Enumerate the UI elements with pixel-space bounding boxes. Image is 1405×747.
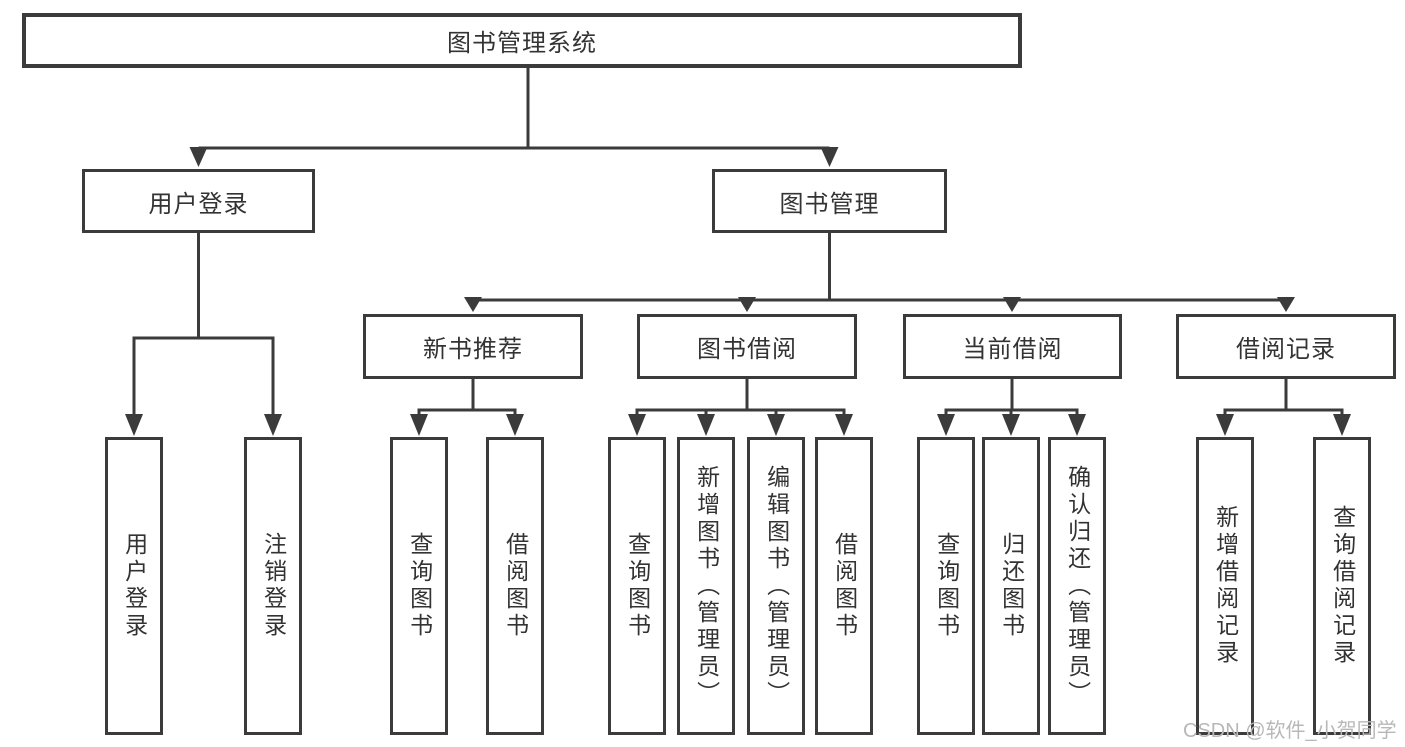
connector-user-login-children (132, 231, 275, 416)
connector-book-mgmt-to-level3 (473, 231, 1286, 302)
leaf-current-confirm-return-admin: 确认归还（管理员） (1048, 437, 1106, 735)
node-label: 归还图书 (998, 532, 1025, 640)
csdn-watermark: CSDN @软件_小贺同学 (1183, 720, 1397, 742)
node-label: 编辑图书（管理员） (763, 464, 790, 708)
connector-current-borrow-children (944, 377, 1079, 416)
node-label: 用户登录 (121, 532, 148, 640)
node-label: 查询图书 (933, 532, 960, 640)
node-label: 新增借阅记录 (1212, 505, 1239, 667)
arrowheads-level4 (410, 414, 1351, 436)
leaf-borrow-query-books: 查询图书 (608, 437, 666, 735)
leaf-borrow-borrow-books: 借阅图书 (815, 437, 873, 735)
node-user-login: 用户登录 (82, 169, 315, 233)
leaf-current-return-books: 归还图书 (982, 437, 1040, 735)
arrowheads-user-login-children (125, 414, 282, 436)
node-label: 借阅图书 (831, 532, 858, 640)
arrowheads-level2 (189, 147, 839, 167)
node-new-book-recommend: 新书推荐 (363, 314, 583, 379)
leaf-borrow-add-books-admin: 新增图书（管理员） (677, 437, 735, 735)
leaf-borrow-edit-books-admin: 编辑图书（管理员） (747, 437, 805, 735)
node-borrowing-records: 借阅记录 (1176, 314, 1396, 379)
node-label: 查询图书 (406, 532, 433, 640)
leaf-newbooks-query-books: 查询图书 (390, 437, 448, 735)
node-book-management: 图书管理 (712, 169, 947, 233)
leaf-user-login: 用户登录 (105, 437, 163, 735)
node-label: 当前借阅 (962, 336, 1063, 363)
node-label: 图书管理 (779, 190, 880, 218)
node-library-management-system: 图书管理系统 (22, 13, 1022, 68)
node-current-borrowing: 当前借阅 (903, 314, 1122, 379)
node-label: 查询图书 (624, 532, 651, 640)
node-label: 查询借阅记录 (1329, 505, 1356, 667)
node-label: 借阅图书 (502, 532, 529, 640)
node-label: 用户登录 (148, 190, 249, 218)
node-book-borrowing: 图书借阅 (637, 314, 857, 379)
node-label: 图书管理系统 (447, 30, 597, 57)
node-label: 注销登录 (260, 532, 287, 640)
node-label: 借阅记录 (1236, 336, 1336, 363)
leaf-current-query-books: 查询图书 (917, 437, 975, 735)
connector-book-borrow-children (635, 377, 846, 416)
node-label: 新书推荐 (423, 336, 523, 363)
node-label: 新增图书（管理员） (693, 464, 720, 708)
leaf-records-add-record: 新增借阅记录 (1196, 437, 1254, 735)
connector-new-books-children (417, 377, 517, 416)
leaf-records-query-record: 查询借阅记录 (1313, 437, 1371, 735)
node-label: 确认归还（管理员） (1064, 464, 1091, 708)
node-label: 图书借阅 (697, 336, 797, 363)
leaf-newbooks-borrow-books: 借阅图书 (486, 437, 544, 735)
arrowheads-level3 (464, 297, 1295, 312)
leaf-logout: 注销登录 (244, 437, 302, 735)
connector-root-to-level2 (198, 66, 830, 150)
connector-borrow-records-children (1223, 377, 1344, 416)
